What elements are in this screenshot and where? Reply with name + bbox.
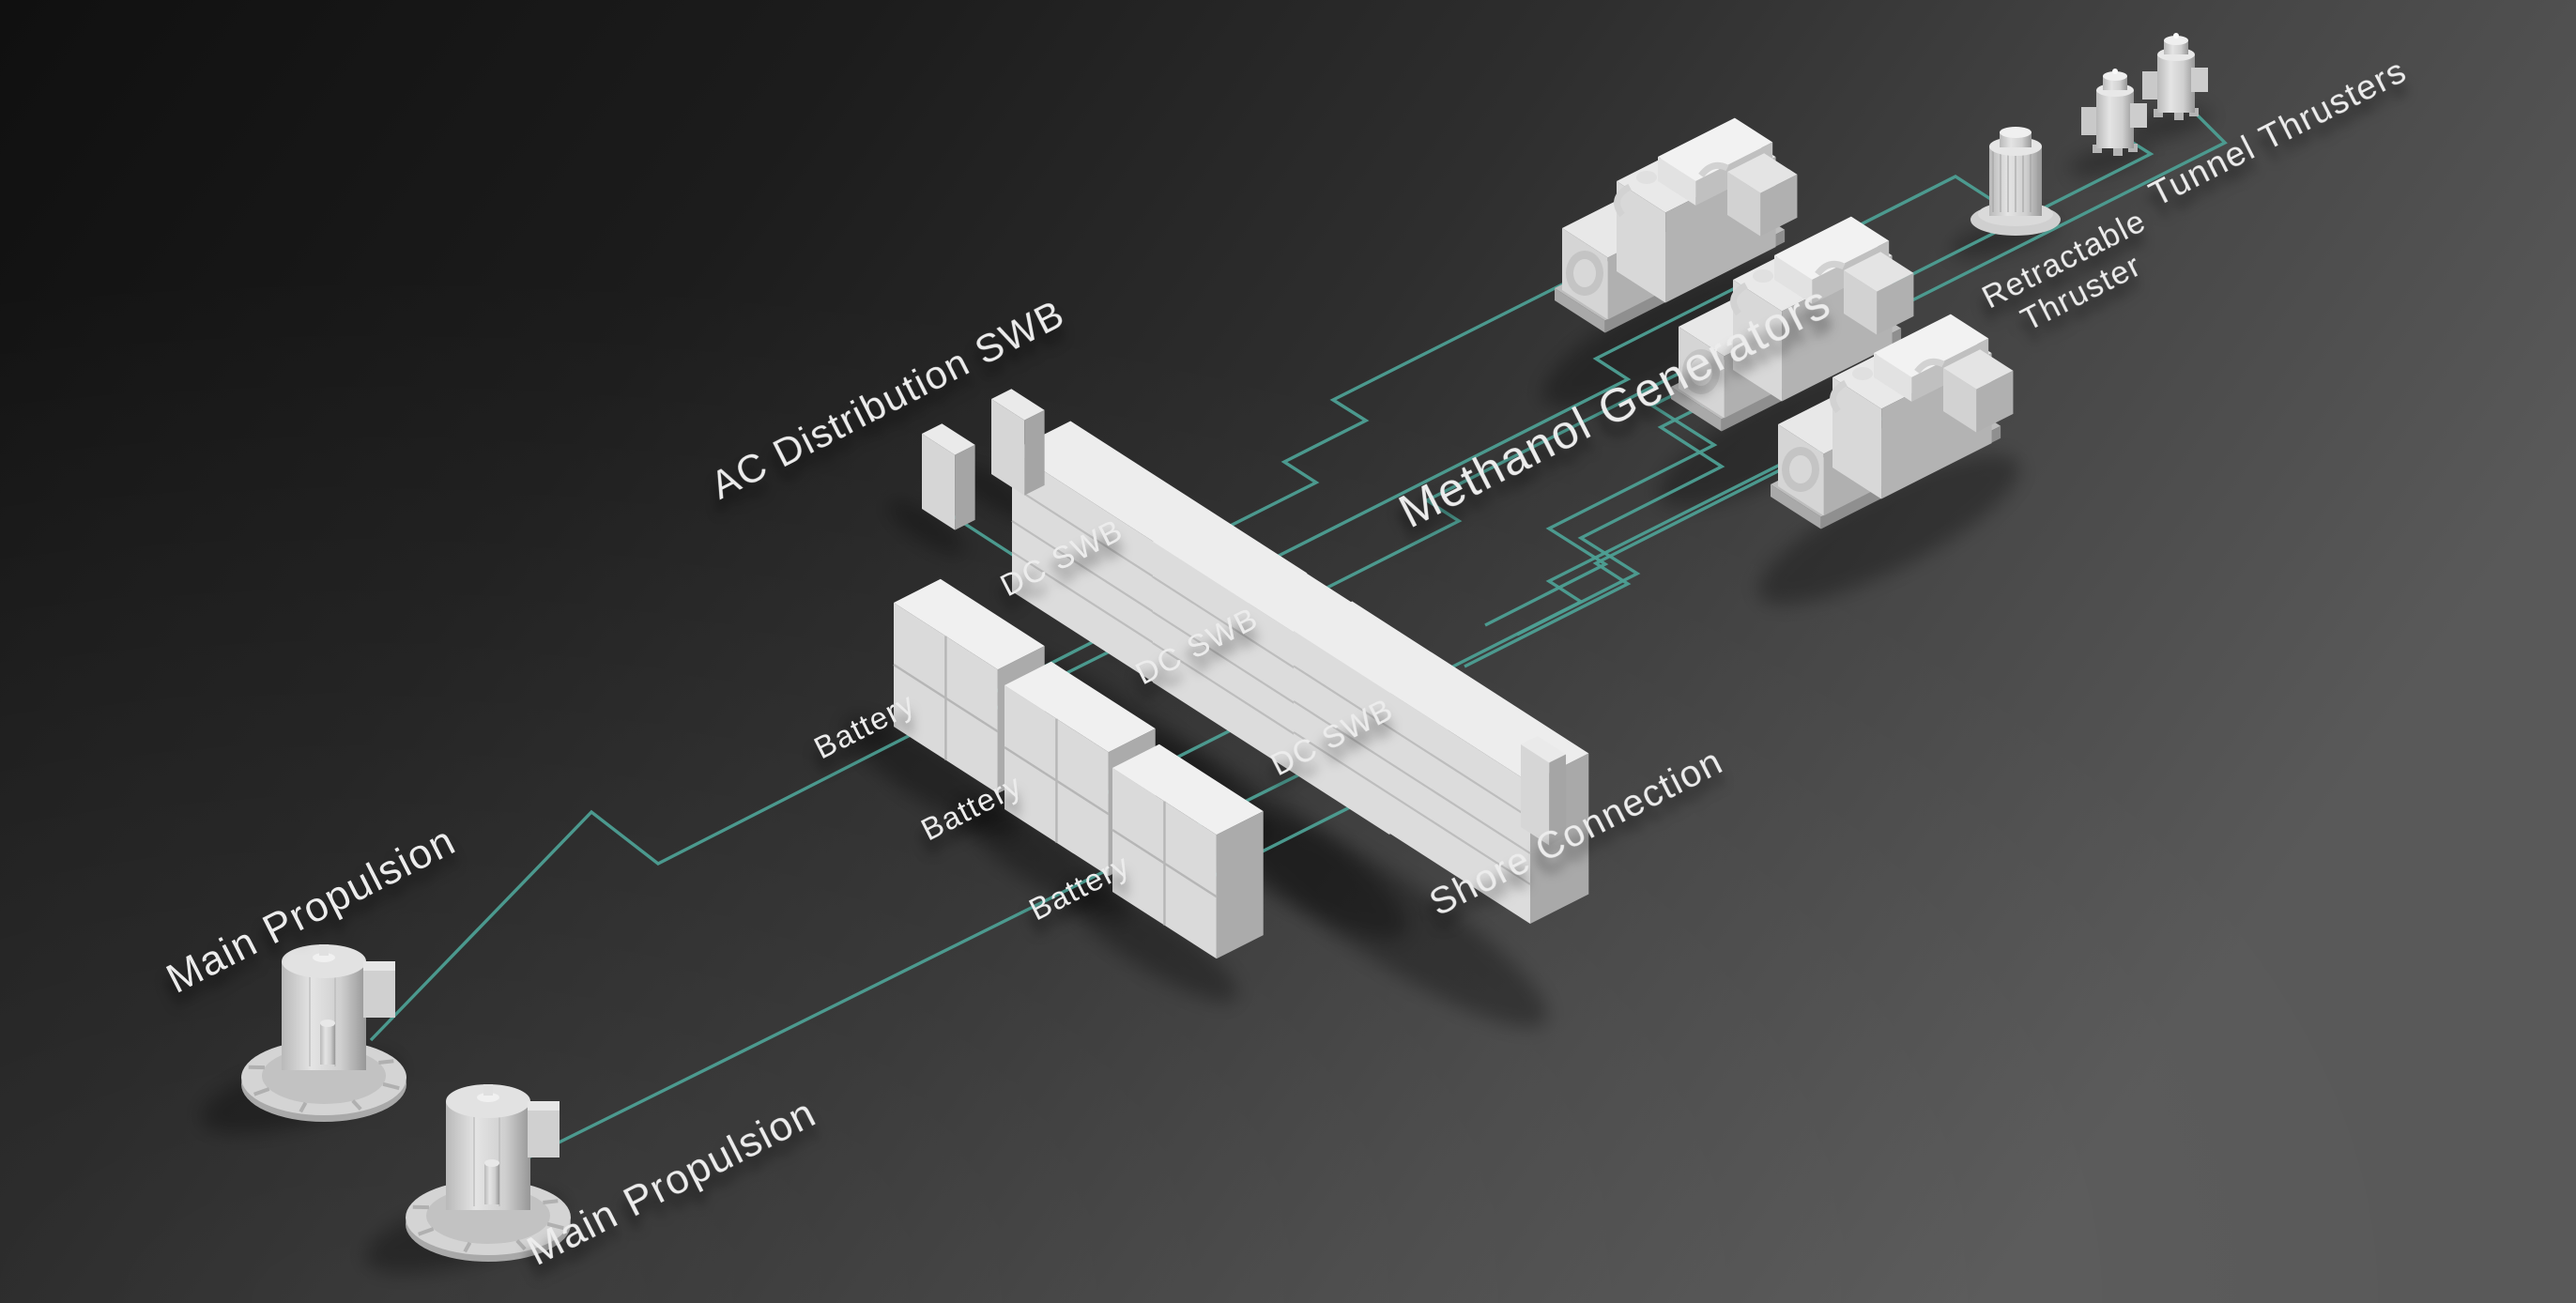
main-propulsion-thruster-group (241, 944, 571, 1262)
connection-tunnel-thruster-1 (1484, 130, 2154, 627)
main-propulsion-thruster-1 (241, 944, 406, 1122)
connection-generator-3b (1464, 400, 1916, 668)
connection-retractable-thruster (1278, 175, 1996, 558)
main-propulsion-thruster-2 (406, 1084, 571, 1262)
methanol-generator-group (1555, 117, 2014, 529)
shore-connection-pedestal (1521, 736, 1567, 846)
tunnel-thruster-1 (2081, 69, 2147, 156)
retractable-thruster-motor (1970, 127, 2061, 236)
methanol-generator-2 (1671, 216, 1914, 432)
methanol-generator-3 (1771, 314, 2014, 529)
tunnel-thruster-2 (2142, 33, 2208, 120)
connection-generator-1 (1168, 276, 1576, 559)
connection-tunnel-thruster-2 (1516, 92, 2228, 636)
connection-generator-2 (1295, 366, 1691, 606)
battery-cabinet-3 (1112, 743, 1264, 959)
methanol-generator-1 (1555, 117, 1798, 333)
connection-generator-3 (1435, 455, 1796, 677)
connection-main-propulsion-2 (511, 721, 1404, 1168)
thruster-motor-group (1970, 33, 2208, 236)
ac-distribution-cabinet-1 (922, 423, 975, 530)
ac-distribution-cabinet-2 (991, 389, 1045, 496)
dc-swb-cabinet-3 (1293, 601, 1589, 924)
switchboard-cabinet-group (893, 389, 1589, 959)
